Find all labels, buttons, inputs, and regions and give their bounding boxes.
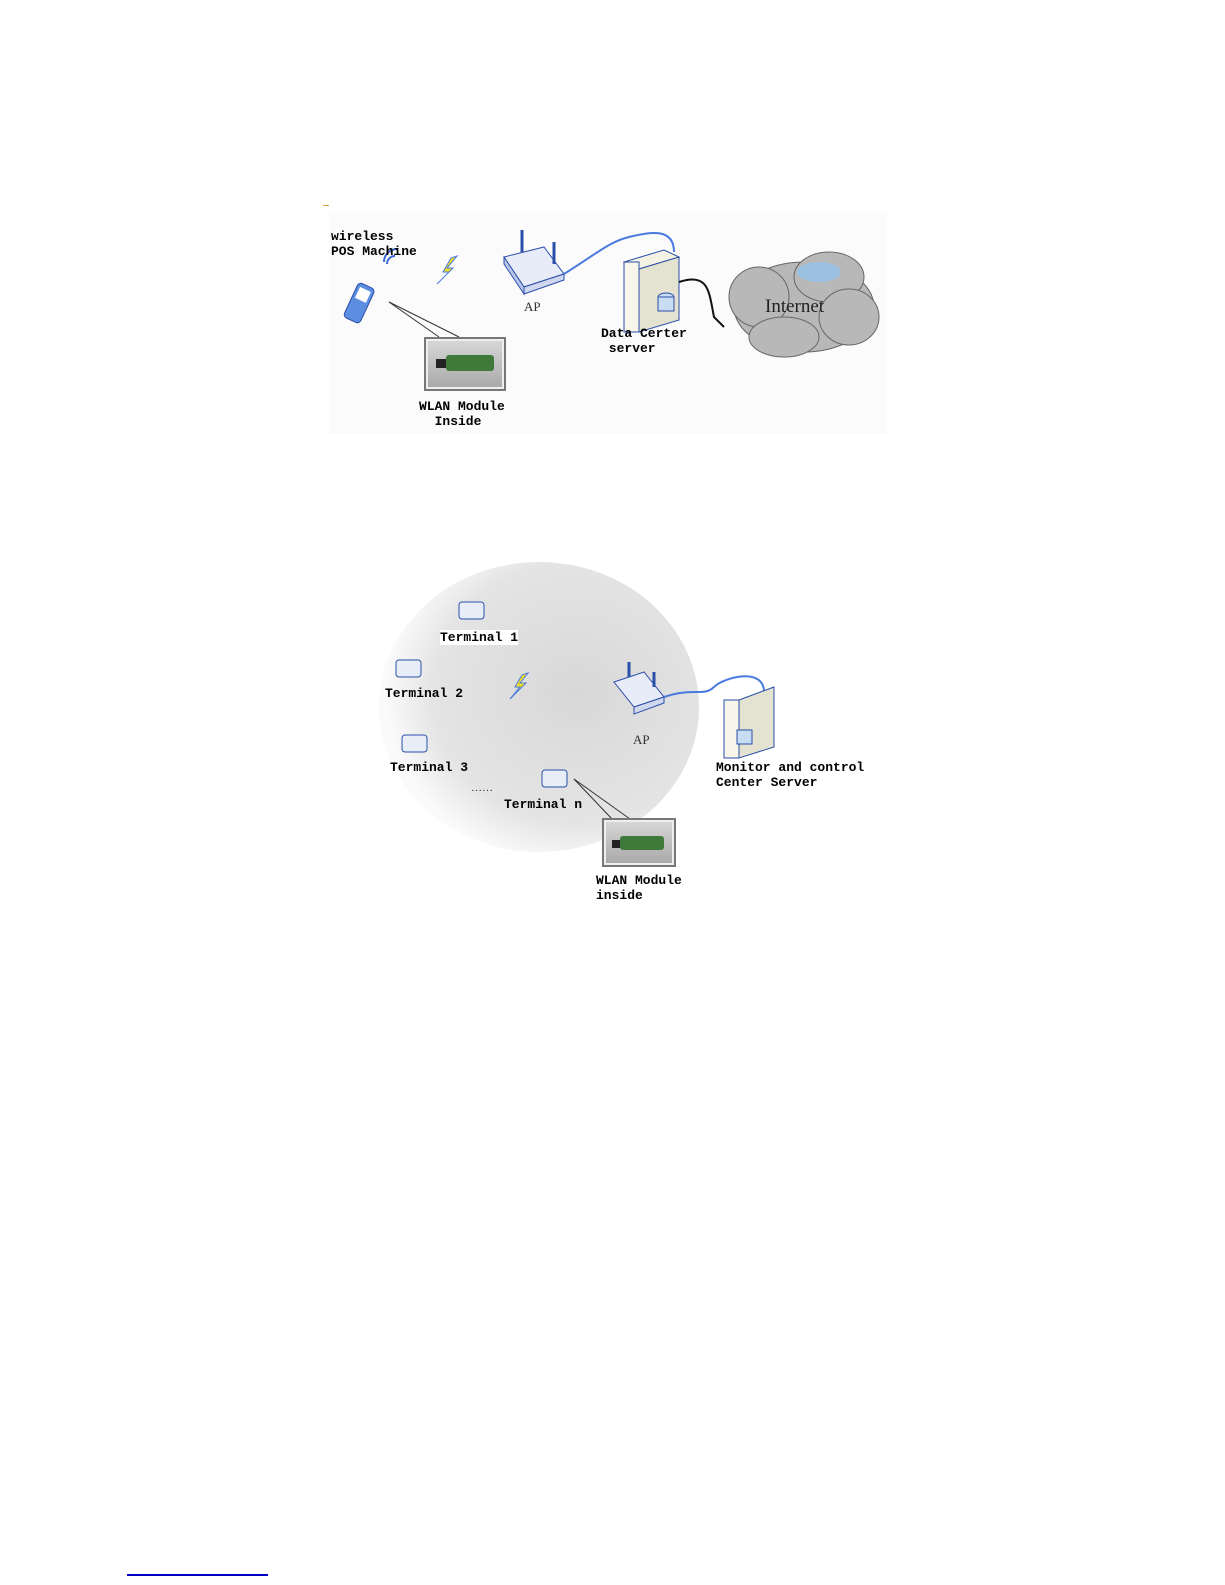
callout-line (573, 778, 613, 820)
pos-network-diagram: wireless POS Machine AP Data Certer serv… (329, 212, 887, 434)
wlan-module-photo (424, 337, 506, 391)
ap-label: AP (633, 732, 650, 747)
ethernet-cable (663, 675, 765, 698)
callout-line (388, 301, 460, 338)
pos-machine-label: wireless POS Machine (331, 229, 417, 259)
terminal-icon (395, 601, 568, 788)
module-label: WLAN Module inside (596, 873, 682, 903)
ellipsis: …… (471, 782, 493, 794)
terminal-2-label: Terminal 2 (385, 686, 464, 701)
server-label: Data Certer server (601, 326, 687, 356)
marker (323, 205, 329, 206)
pos-phone-icon (343, 282, 375, 324)
terminal-3-label: Terminal 3 (390, 760, 469, 775)
ethernet-cable (563, 231, 675, 275)
callout-line (388, 301, 440, 338)
ap-label: AP (524, 299, 541, 314)
wifi-signal-icon (383, 248, 398, 265)
wlan-module-photo (602, 818, 676, 867)
terminal-network-diagram: Terminal 1 Terminal 2 Terminal 3 Termina… (334, 557, 876, 905)
server-label: Monitor and control Center Server (716, 760, 865, 790)
lightning-icon (436, 254, 459, 285)
internet-cable (678, 278, 725, 328)
terminal-1-label: Terminal 1 (440, 630, 519, 645)
footer-link-underline (127, 1574, 268, 1576)
callout-line (573, 778, 631, 820)
terminal-n-label: Terminal n (504, 797, 583, 812)
server-icon (622, 249, 681, 333)
lightning-icon (509, 671, 530, 700)
module-label: WLAN Module Inside (419, 399, 505, 429)
ap-router-icon (503, 230, 565, 296)
diagram1-graphics (343, 230, 880, 358)
internet-cloud-icon (728, 251, 880, 358)
internet-label: Internet (765, 296, 825, 317)
server-icon (723, 686, 775, 759)
